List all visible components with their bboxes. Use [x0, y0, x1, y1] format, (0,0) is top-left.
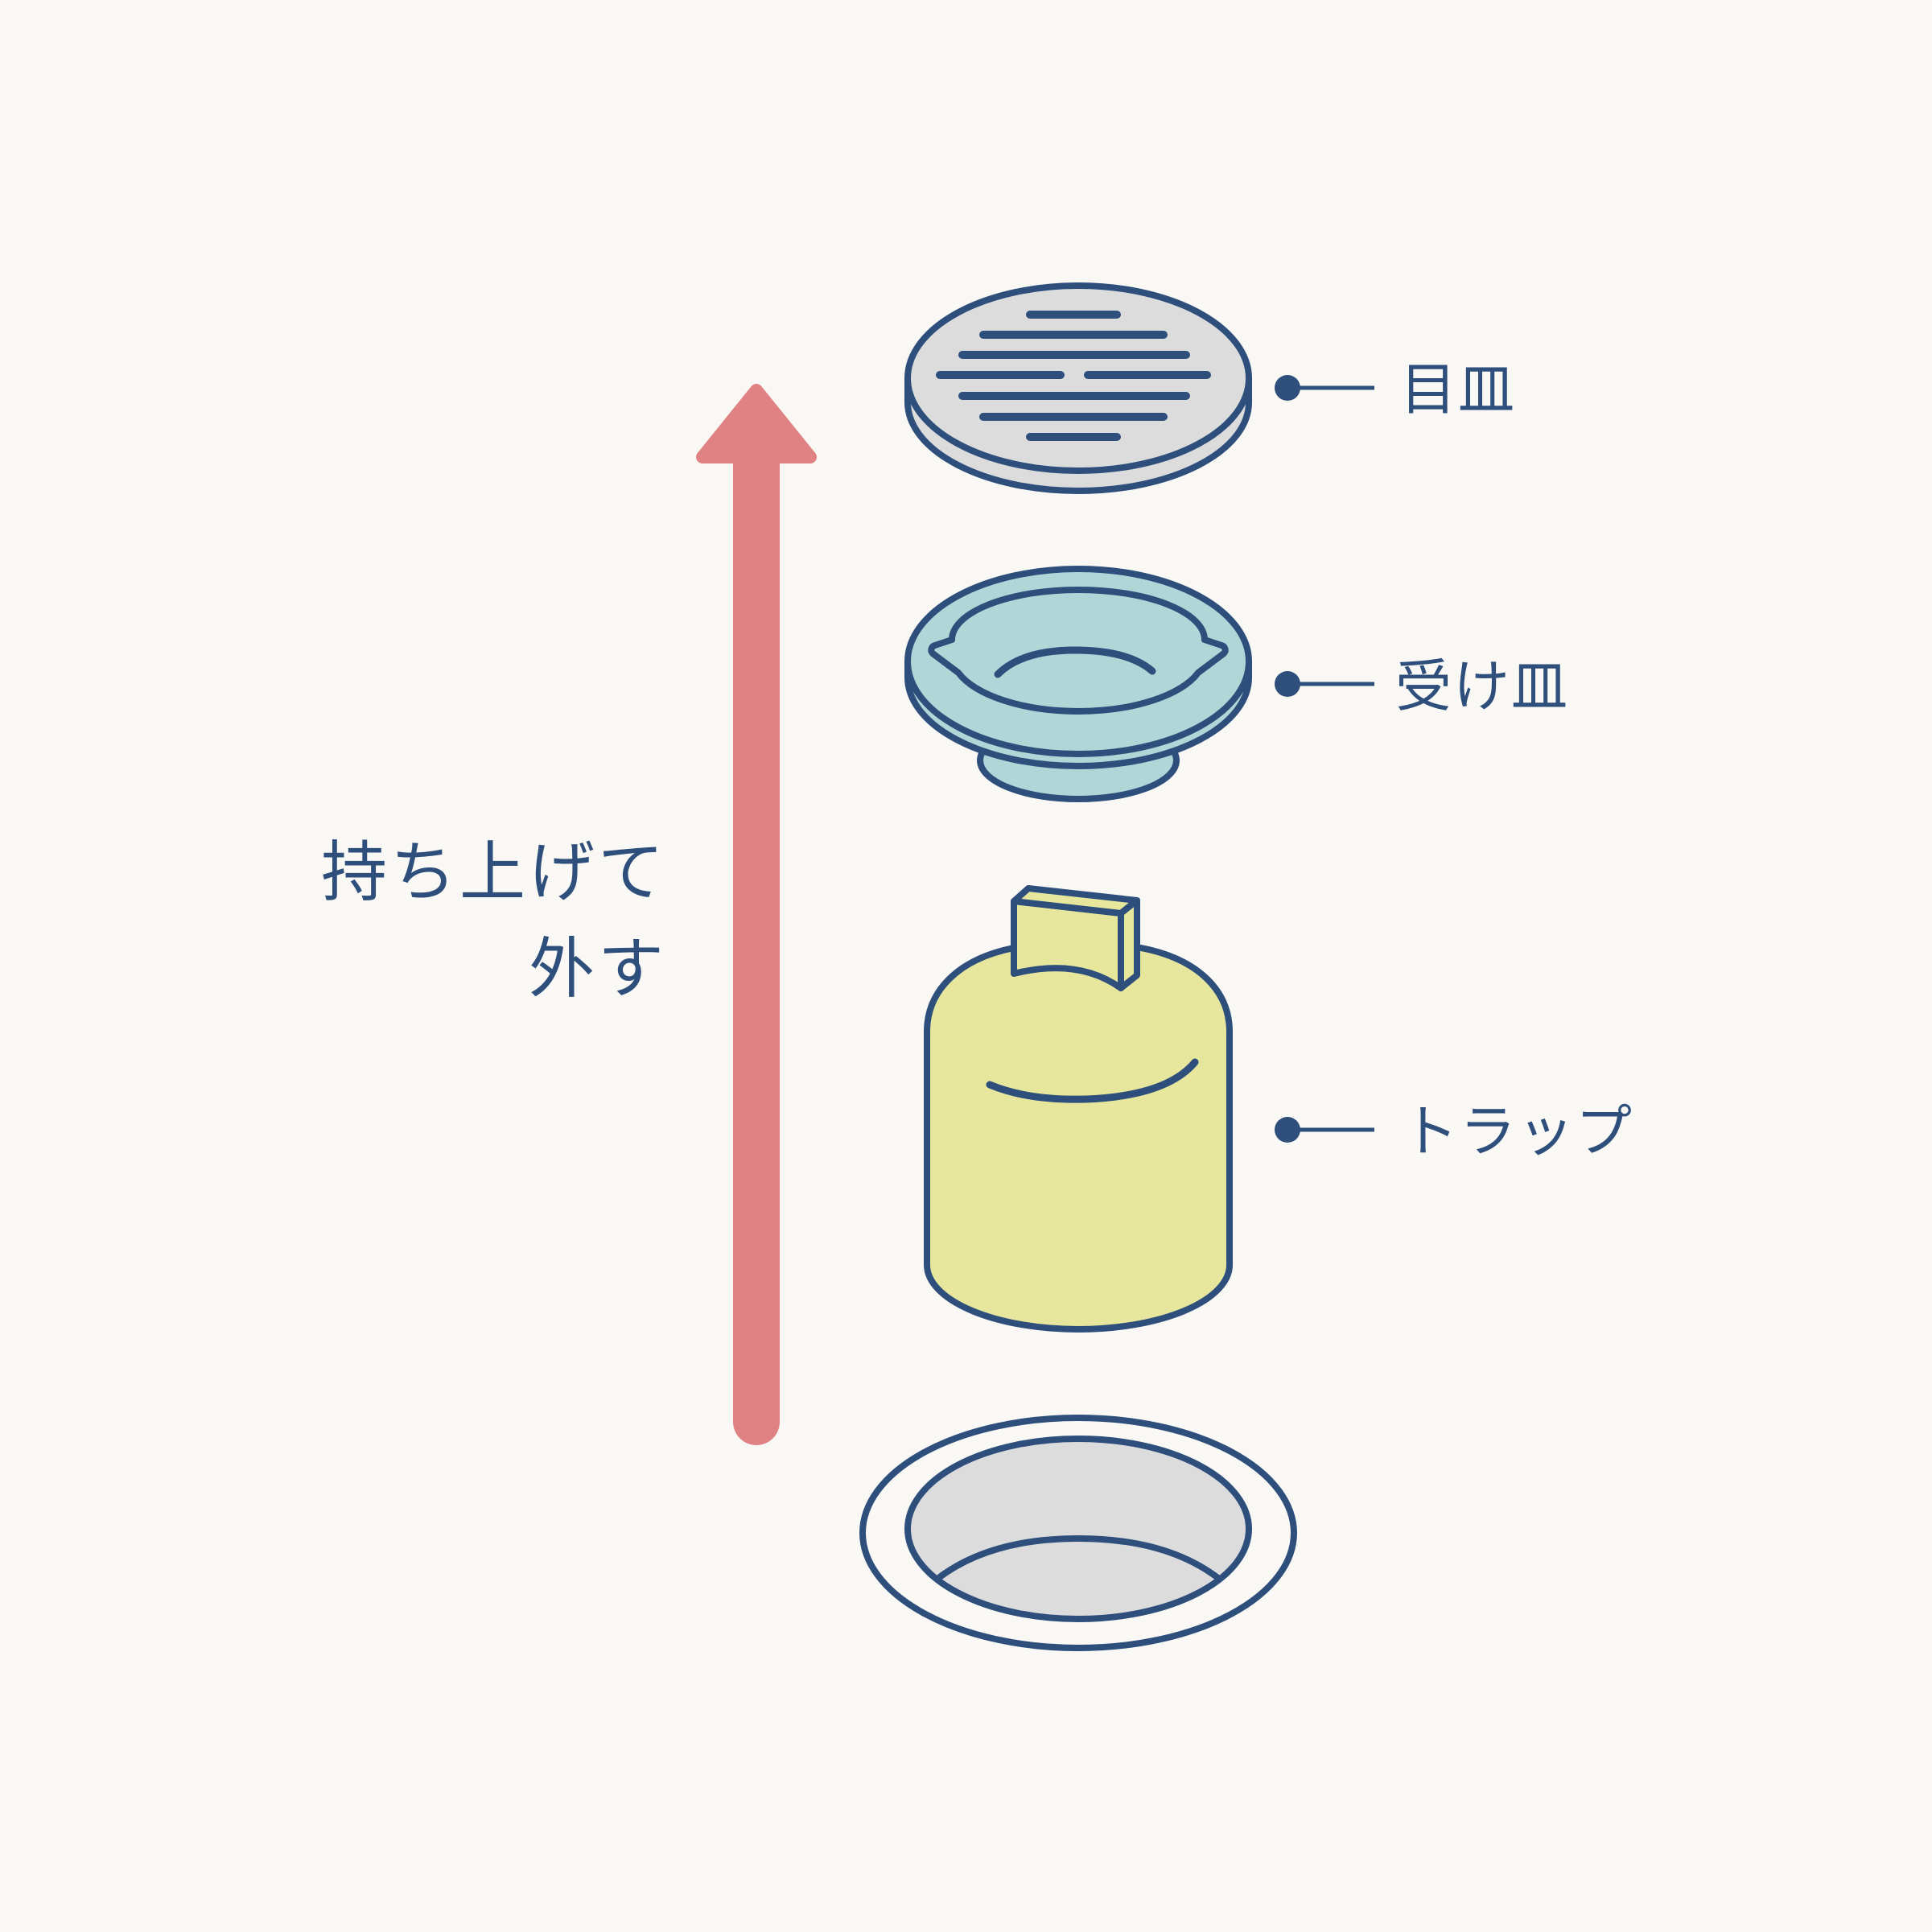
label-grate: 目皿 — [1400, 356, 1516, 422]
instruction-text: 持ち上げて 外す — [321, 834, 667, 1007]
arrow-up-icon — [696, 384, 817, 1445]
instruction-line-2: 外す — [529, 931, 667, 1007]
saucer-icon — [904, 566, 1252, 802]
drain-opening-icon — [859, 1415, 1297, 1651]
leader-saucer — [1275, 671, 1374, 697]
leader-lines — [1275, 375, 1374, 1143]
grate-icon — [904, 282, 1252, 494]
leader-grate — [1275, 375, 1374, 401]
trap-icon — [924, 885, 1233, 1333]
label-trap: トラップ — [1402, 1098, 1633, 1164]
instruction-line-1: 持ち上げて — [321, 834, 667, 911]
label-saucer: 受け皿 — [1395, 653, 1569, 719]
leader-trap — [1275, 1117, 1374, 1143]
